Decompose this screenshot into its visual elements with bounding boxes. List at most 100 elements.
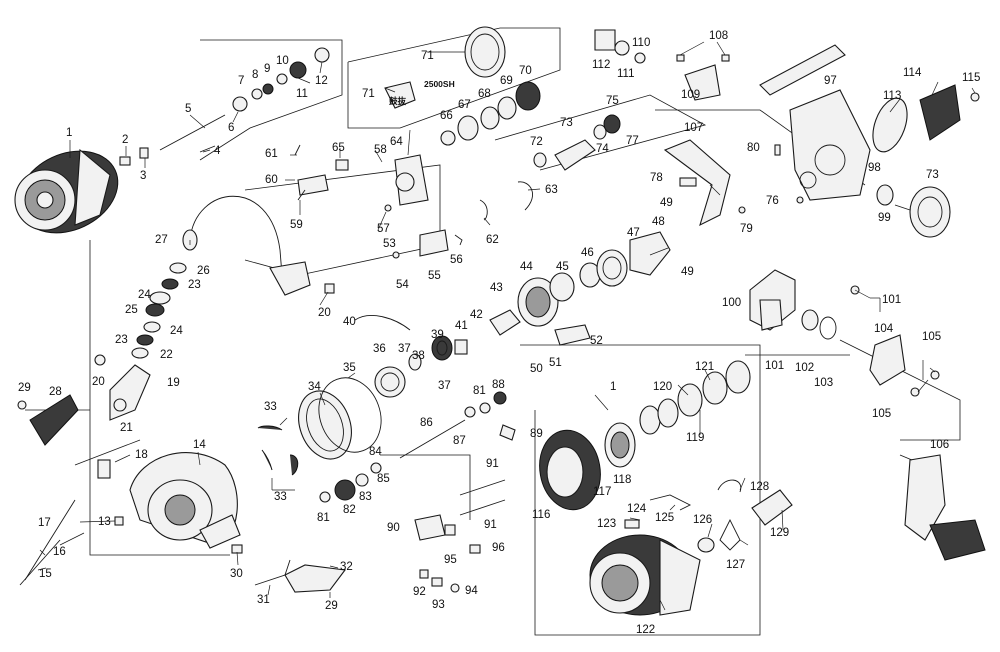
callout-p105a: 105	[922, 331, 941, 343]
callout-p22: 22	[160, 349, 173, 361]
callout-p106: 106	[930, 439, 949, 451]
callout-p95: 95	[444, 554, 457, 566]
callout-p81a: 81	[473, 385, 486, 397]
callout-p119: 119	[686, 432, 704, 444]
callout-p67: 67	[458, 99, 471, 111]
callout-p64: 64	[390, 136, 403, 148]
callout-p88: 88	[492, 379, 505, 391]
callout-p36: 36	[373, 343, 386, 355]
callout-p31: 31	[257, 594, 270, 606]
callout-p94: 94	[465, 585, 478, 597]
callout-p84: 84	[369, 446, 382, 458]
callout-p14: 14	[193, 439, 206, 451]
callout-p3: 3	[140, 170, 146, 182]
callout-p118: 118	[613, 474, 631, 486]
callout-p115: 115	[962, 72, 980, 84]
callout-p54: 54	[396, 279, 409, 291]
callout-p82: 82	[343, 504, 356, 516]
callout-p120: 120	[653, 381, 672, 393]
callout-p4: 4	[214, 145, 221, 157]
callout-p73a: 73	[560, 117, 573, 129]
callout-p68: 68	[478, 88, 491, 100]
callout-p75: 75	[606, 95, 619, 107]
body-frame	[594, 29, 980, 201]
callout-p11: 11	[296, 88, 308, 100]
callout-p123: 123	[597, 518, 616, 530]
callout-p50: 50	[530, 363, 543, 375]
callout-p65: 65	[332, 142, 345, 154]
callout-p33a: 33	[264, 401, 277, 413]
callout-p28: 28	[49, 386, 62, 398]
oscillation-slider	[294, 144, 463, 259]
callout-p39: 39	[431, 329, 444, 341]
callout-p56: 56	[450, 254, 463, 266]
callout-p40: 40	[343, 316, 356, 328]
callout-p23b: 23	[115, 334, 128, 346]
callout-p70: 70	[519, 65, 532, 77]
callout-p105b: 105	[872, 408, 891, 420]
callout-p128: 128	[750, 481, 769, 493]
callout-p55: 55	[428, 270, 441, 282]
callout-p114: 114	[903, 67, 922, 79]
callout-p124: 124	[627, 503, 647, 515]
callout-p45: 45	[556, 261, 569, 273]
callout-p42: 42	[470, 309, 483, 321]
callout-p24b: 24	[170, 325, 183, 337]
callout-p71b: 71	[362, 88, 375, 100]
callout-p19: 19	[167, 377, 180, 389]
callout-p98: 98	[868, 162, 881, 174]
callout-p125: 125	[655, 512, 674, 524]
callout-p101b: 101	[765, 360, 784, 372]
callout-p74: 74	[596, 143, 609, 155]
handle-side	[749, 269, 986, 561]
callout-p101a: 101	[882, 294, 901, 306]
callout-p1a: 1	[66, 127, 72, 139]
callout-p24a: 24	[138, 289, 151, 301]
callout-p17: 17	[38, 517, 51, 529]
main-shaft	[319, 391, 516, 503]
callout-p87: 87	[453, 435, 466, 447]
bail-holder	[231, 544, 347, 593]
callout-p5: 5	[185, 103, 191, 115]
callout-p23a: 23	[188, 279, 201, 291]
oscillation-parts	[414, 479, 506, 593]
callout-p81b: 81	[317, 512, 330, 524]
callout-p83: 83	[359, 491, 372, 503]
kanji-note: 鼓抜	[389, 96, 407, 106]
callout-p102: 102	[795, 362, 814, 374]
callout-p32: 32	[340, 561, 353, 573]
lower-spool-box	[539, 360, 793, 616]
callout-p1b: 1	[610, 381, 616, 393]
callout-p29b: 29	[325, 600, 338, 612]
callout-p16: 16	[53, 546, 66, 558]
callout-p57: 57	[377, 223, 390, 235]
callout-p78: 78	[650, 172, 663, 184]
callout-p18: 18	[135, 449, 148, 461]
callout-p9: 9	[264, 63, 270, 75]
callout-p20b: 20	[318, 307, 331, 319]
callout-p63: 63	[545, 184, 558, 196]
callout-p44: 44	[520, 261, 533, 273]
callout-p103: 103	[814, 377, 833, 389]
variant-note: 2500SH	[424, 79, 455, 89]
callout-p33b: 33	[274, 491, 287, 503]
callout-p91b: 91	[484, 519, 497, 531]
callout-p49a: 49	[660, 197, 673, 209]
callout-p20a: 20	[92, 376, 105, 388]
callout-p43: 43	[490, 282, 503, 294]
callout-p97: 97	[824, 75, 837, 87]
callout-p117: 117	[593, 486, 611, 498]
group-outlines	[25, 27, 961, 636]
callout-p110: 110	[632, 37, 650, 49]
callout-p10: 10	[276, 55, 289, 67]
callout-p73b: 73	[926, 169, 939, 181]
callout-p121: 121	[695, 361, 714, 373]
callout-p13: 13	[98, 516, 111, 528]
callout-p79: 79	[740, 223, 753, 235]
callout-p92: 92	[413, 586, 426, 598]
callout-p108: 108	[709, 30, 728, 42]
callout-p27: 27	[155, 234, 168, 246]
callout-p21: 21	[120, 422, 133, 434]
